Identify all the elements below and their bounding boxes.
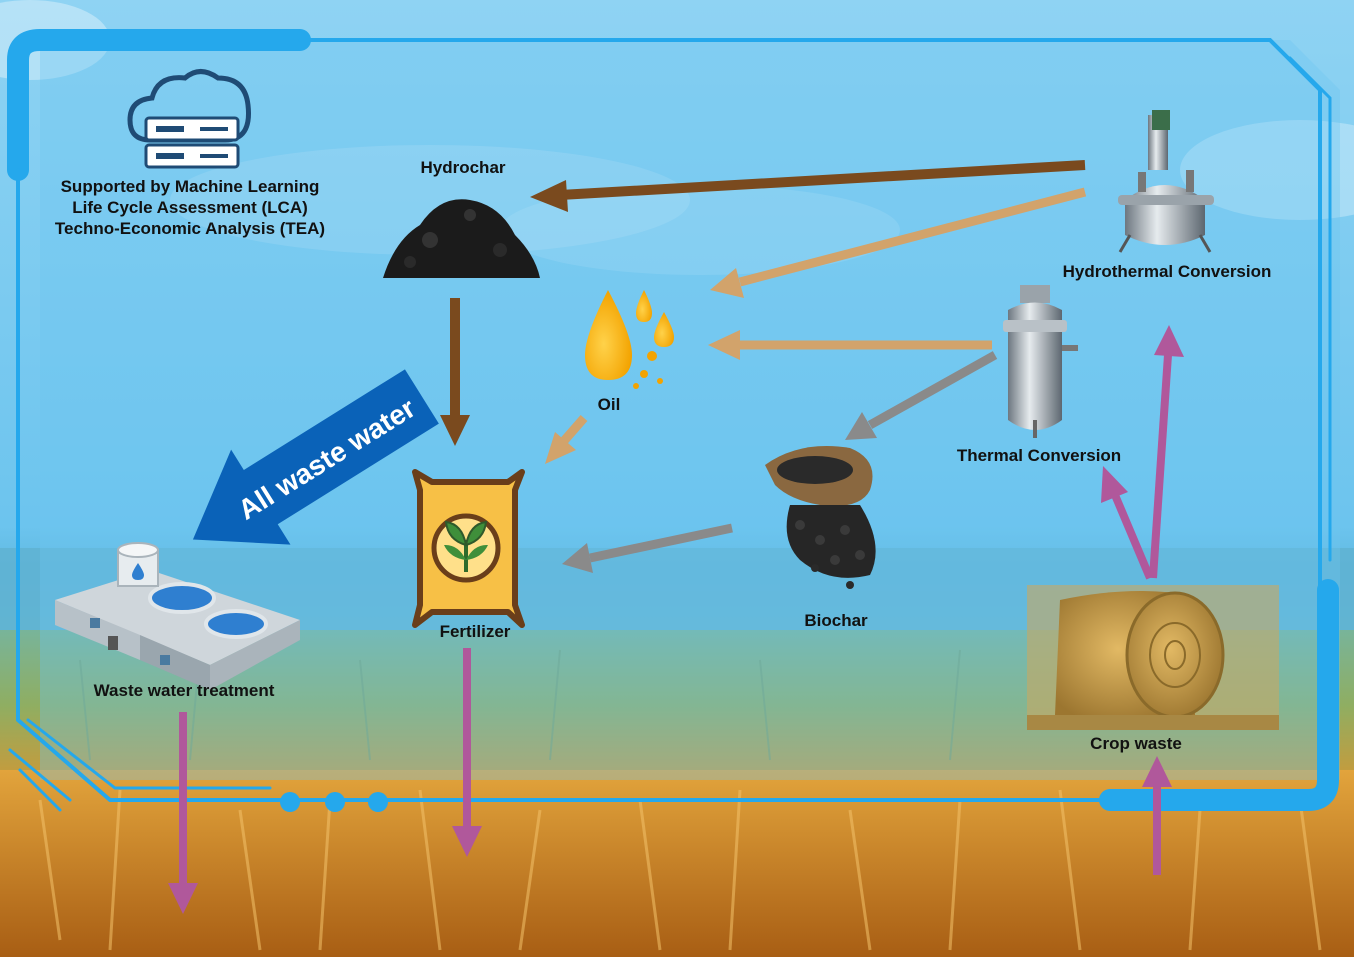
arrow-field-to-cropwaste <box>1142 756 1172 875</box>
arrow-fertilizer-to-field <box>452 648 482 857</box>
hydrochar-label: Hydrochar <box>420 158 506 177</box>
biochar-label: Biochar <box>804 611 868 630</box>
arrow-hydrochar-to-fertilizer <box>440 298 470 446</box>
wastewater-treatment-label: Waste water treatment <box>93 681 275 700</box>
oil-label: Oil <box>597 395 621 414</box>
crop-waste-label: Crop waste <box>1090 734 1182 753</box>
arrow-biochar-to-fertilizer <box>562 523 733 573</box>
biochar-icon <box>765 446 876 589</box>
arrow-thermal-to-oil <box>708 330 992 360</box>
thermal-reactor-icon <box>1003 285 1078 438</box>
banner-text: All waste water <box>233 392 421 526</box>
arrow-cropwaste-to-hydrothermal <box>1149 325 1184 579</box>
hydrochar-icon <box>383 199 540 278</box>
hydrothermal-conversion-label: Hydrothermal Conversion <box>1062 262 1272 281</box>
fertilizer-label: Fertilizer <box>439 622 511 641</box>
all-waste-water-banner: All waste water <box>192 369 439 545</box>
cloud-server-icon <box>127 69 252 169</box>
info-line-tea: Techno-Economic Analysis (TEA) <box>54 219 326 238</box>
hay-bale-icon <box>1027 585 1279 730</box>
arrow-oil-to-fertilizer <box>545 415 588 464</box>
oil-drops-icon <box>585 290 674 389</box>
thermal-conversion-label: Thermal Conversion <box>956 446 1122 465</box>
info-line-ml: Supported by Machine Learning <box>60 177 320 196</box>
arrow-hydrothermal-to-hydrochar <box>530 160 1086 212</box>
hydrothermal-reactor-icon <box>1118 110 1214 253</box>
arrow-wastewater-to-field <box>168 712 198 914</box>
fertilizer-bag-icon <box>412 469 525 628</box>
arrow-thermal-to-biochar <box>845 351 998 440</box>
arrow-cropwaste-to-thermal <box>1101 466 1154 580</box>
info-line-lca: Life Cycle Assessment (LCA) <box>72 198 308 217</box>
info-box: Supported by Machine Learning Life Cycle… <box>40 176 340 239</box>
wastewater-plant-icon <box>55 542 300 690</box>
arrow-hydrothermal-to-oil <box>710 187 1087 298</box>
